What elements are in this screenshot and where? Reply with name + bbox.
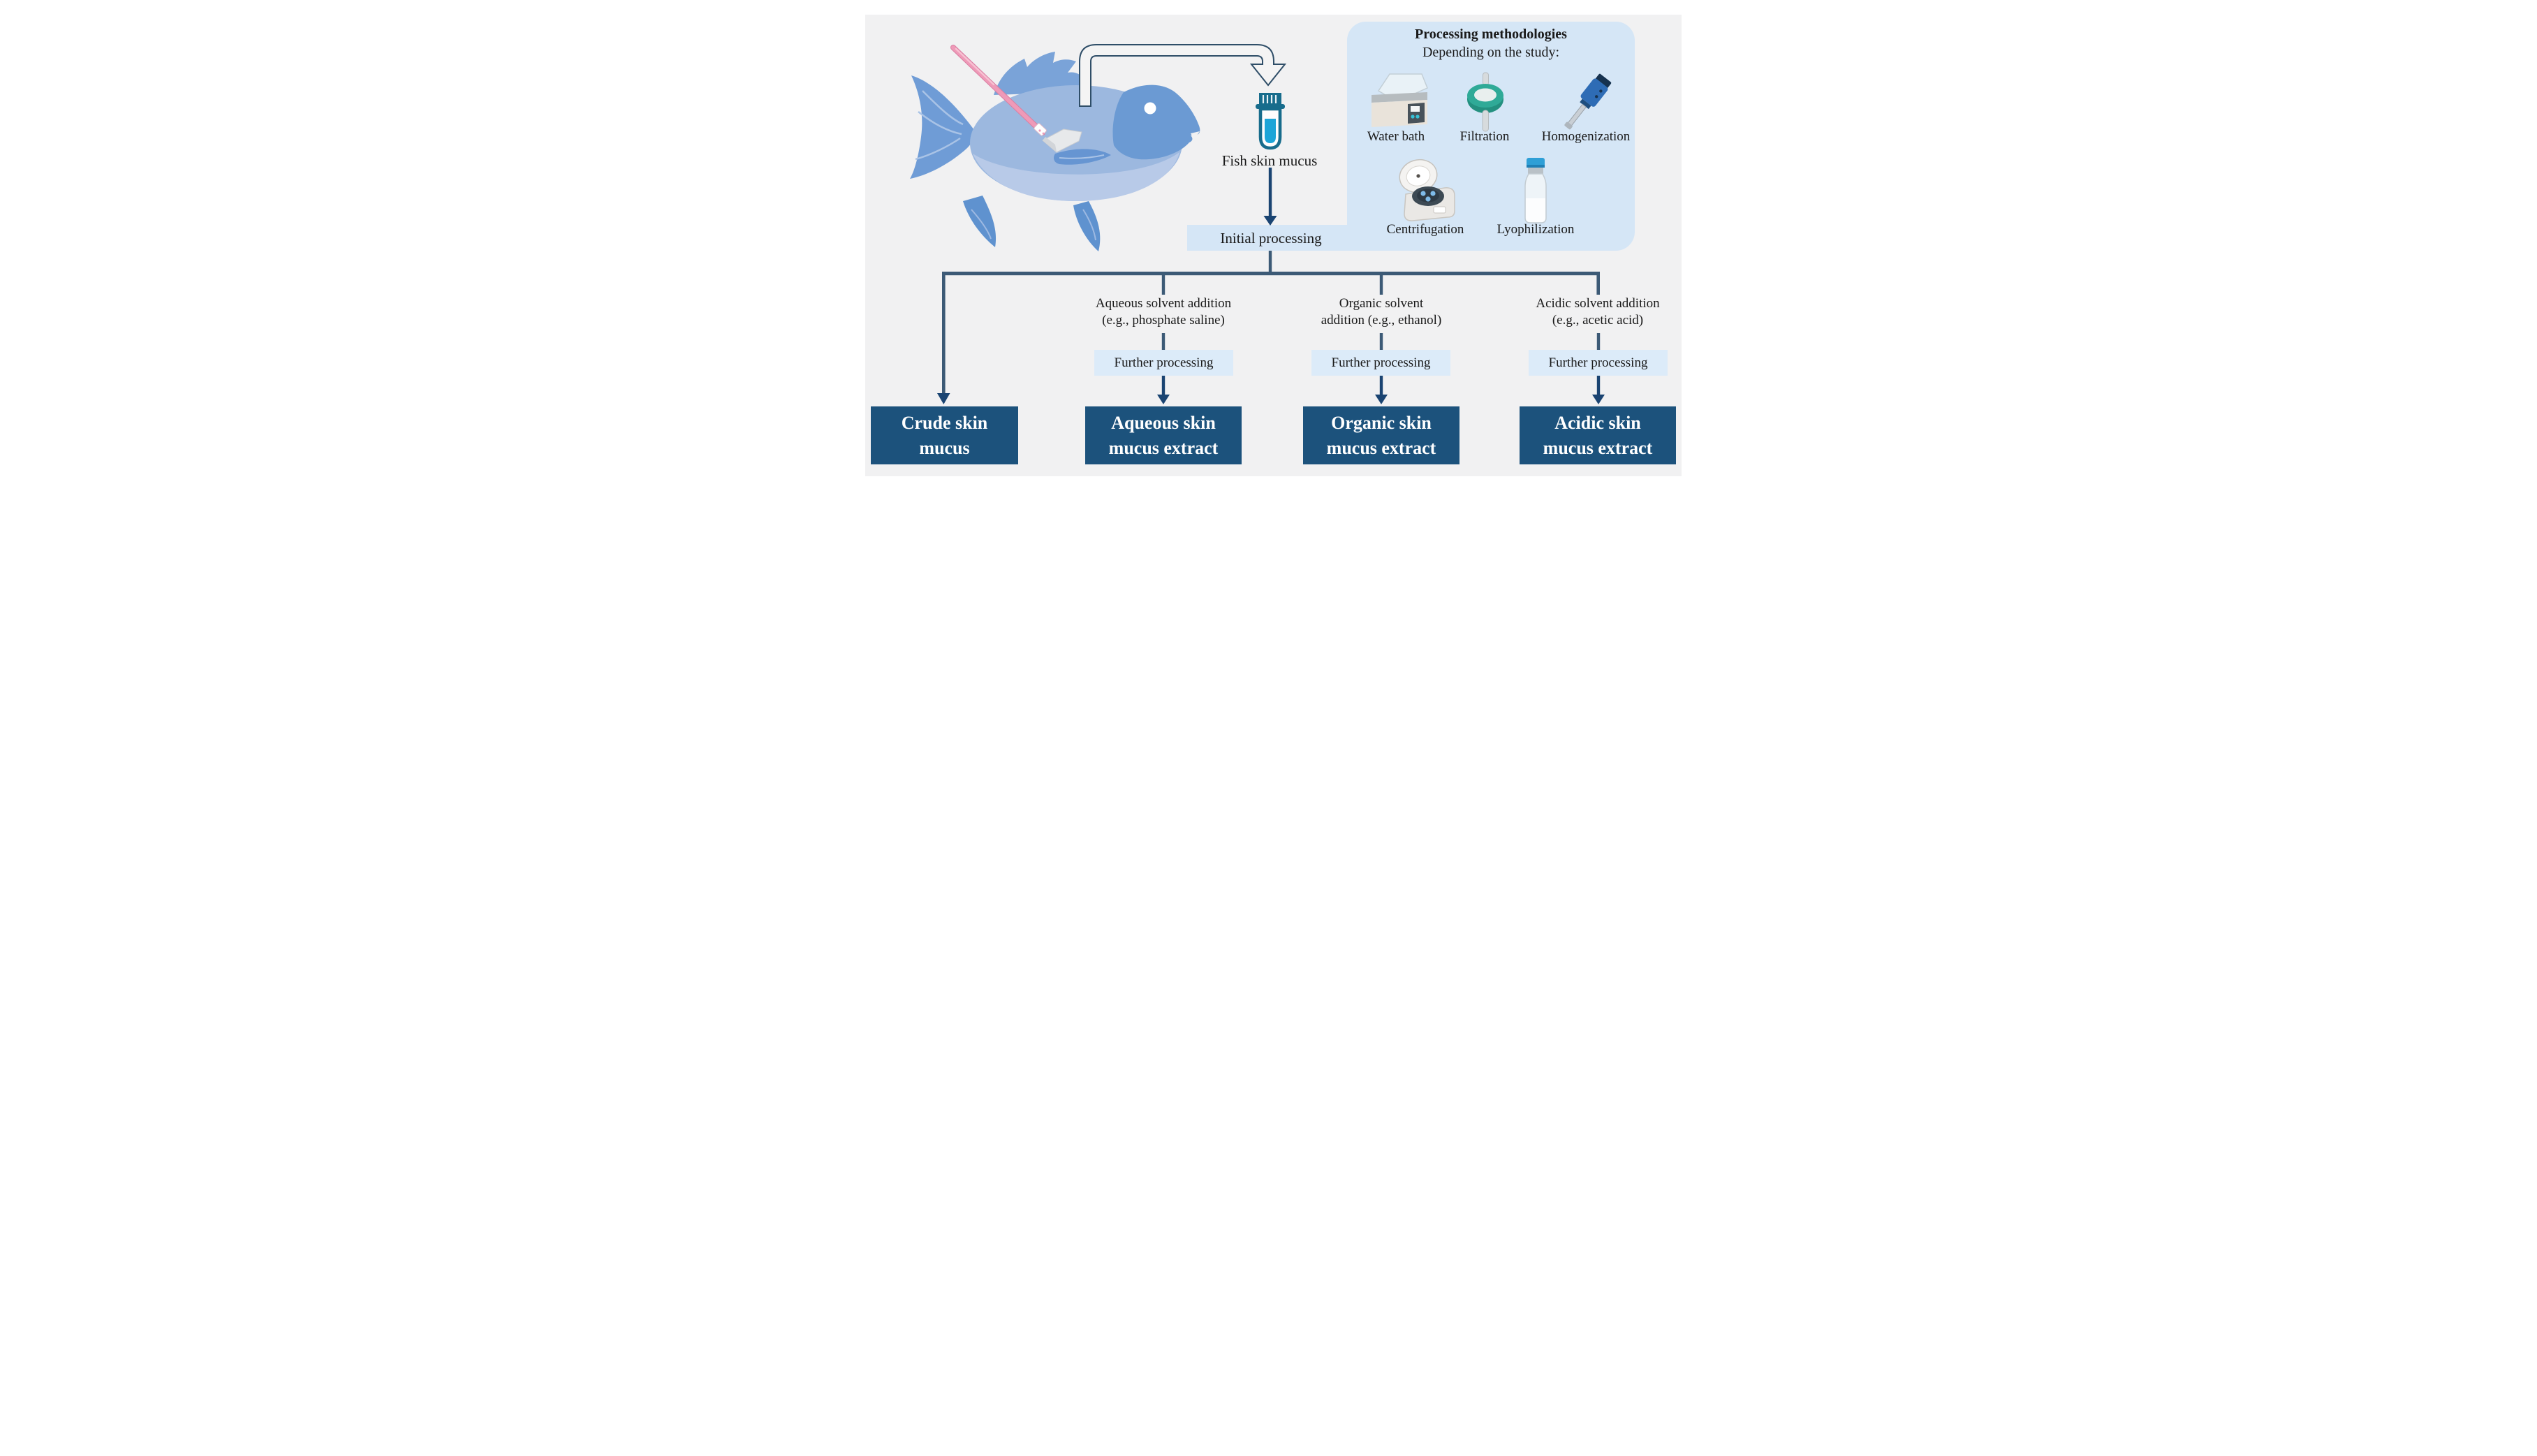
fish-head <box>1112 84 1200 160</box>
fish-mouth <box>1191 131 1200 140</box>
method-label-homogenization: Homogenization <box>1541 129 1631 144</box>
connector-tree <box>942 251 1601 395</box>
organic-solvent-label: Organic solvent addition (e.g., ethanol) <box>1321 296 1442 328</box>
tube-liquid <box>1265 119 1276 143</box>
fish-dorsal-fin <box>994 52 1083 95</box>
figure-canvas: Processing methodologies Depending on th… <box>846 0 1691 485</box>
fish-belly <box>973 152 1179 201</box>
fish-pectoral-fin <box>1054 149 1111 165</box>
processing-methodologies-panel <box>1347 22 1635 251</box>
crude-arrowhead <box>937 393 950 404</box>
fish-illustration <box>910 52 1200 251</box>
further-processing-band-aqueous: Further processing <box>1094 350 1233 376</box>
fish-eye <box>1144 102 1156 115</box>
result-box-organic: Organic skin mucus extract <box>1303 406 1459 464</box>
acidic-solvent-label: Acidic solvent addition (e.g., acetic ac… <box>1536 296 1660 328</box>
panel-title: Processing methodologies <box>1415 27 1567 42</box>
result-box-crude: Crude skin mucus <box>871 406 1018 464</box>
initial-processing-label: Initial processing <box>1220 230 1322 247</box>
result-box-aqueous: Aqueous skin mucus extract <box>1085 406 1242 464</box>
lyophilization-icon <box>1524 158 1547 223</box>
method-label-centrifugation: Centrifugation <box>1386 222 1464 237</box>
sample-tube-icon <box>1256 93 1285 150</box>
homogenization-icon <box>1564 73 1612 130</box>
centrifugation-icon <box>1399 159 1455 221</box>
fish-anal-fin <box>1073 201 1101 251</box>
method-label-filtration: Filtration <box>1459 129 1510 144</box>
flow-arrows <box>1157 168 1605 404</box>
initial-processing-band <box>1187 225 1383 251</box>
mucus-scraper <box>950 45 1082 153</box>
aqueous-solvent-label: Aqueous solvent addition (e.g., phosphat… <box>1095 296 1232 328</box>
method-label-water-bath: Water bath <box>1367 129 1425 144</box>
transfer-arrow <box>1079 44 1287 107</box>
panel-subtitle: Depending on the study: <box>1422 45 1560 60</box>
fish-pelvic-fin <box>963 196 997 247</box>
further-processing-band-acidic: Further processing <box>1529 350 1668 376</box>
filtration-icon <box>1467 72 1503 132</box>
scene-artwork <box>910 44 1605 404</box>
method-label-lyophilization: Lyophilization <box>1497 222 1575 237</box>
further-processing-band-organic: Further processing <box>1311 350 1450 376</box>
water-bath-icon <box>1372 73 1428 127</box>
result-box-acidic: Acidic skin mucus extract <box>1520 406 1676 464</box>
sample-label: Fish skin mucus <box>1221 152 1318 169</box>
